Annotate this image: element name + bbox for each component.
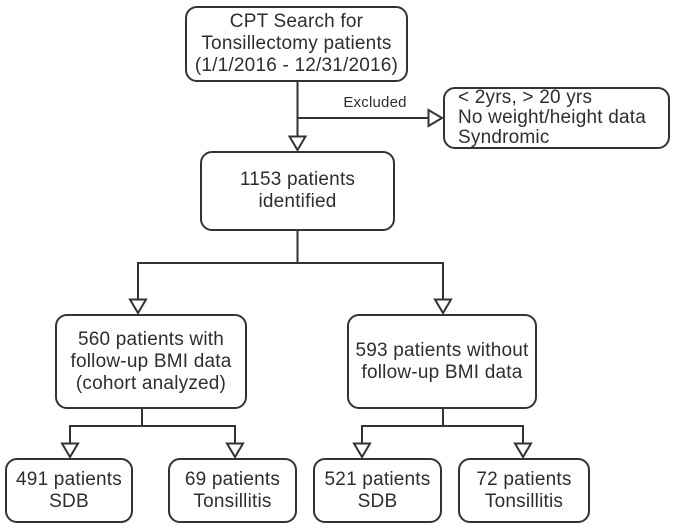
arrowhead-down-icon [352,442,372,459]
arrowhead-down-icon [433,298,453,315]
node-line: follow-up BMI data [361,361,523,383]
node-line: 521 patients [324,468,431,490]
node-without-followup-bmi: 593 patients without follow-up BMI data [347,314,537,409]
node-sdb-analyzed: 491 patients SDB [5,458,133,523]
connector-identified-split [128,231,453,315]
connector-search-to-identified [287,82,308,152]
node-line: CPT Search for [229,11,364,32]
arrowhead-down-icon [225,442,245,459]
node-exclusion-criteria: < 2yrs, > 20 yrs No weight/height data S… [443,87,670,149]
node-line: (1/1/2016 - 12/31/2016) [194,55,399,76]
node-line: < 2yrs, > 20 yrs [458,87,593,108]
node-cpt-search: CPT Search for Tonsillectomy patients (1… [185,6,408,82]
node-line: 593 patients without [355,339,529,361]
node-line: (cohort analyzed) [75,372,227,394]
arrowhead-right-icon [427,108,444,128]
connector-excluded [296,108,444,128]
node-with-followup-bmi: 560 patients with follow-up BMI data (co… [55,314,247,409]
node-line: 69 patients [184,468,281,490]
node-line: identified [258,191,337,212]
connector-withbmi-split [60,409,245,459]
arrowhead-down-icon [287,135,308,152]
node-line: 560 patients with [78,328,224,350]
node-patients-identified: 1153 patients identified [200,151,395,231]
node-line: No weight/height data [458,107,646,128]
node-line: 1153 patients [239,169,356,190]
node-line: 72 patients [476,468,572,490]
excluded-edge-label: Excluded [343,94,407,111]
node-line: Tonsillitis [484,490,564,512]
arrowhead-down-icon [513,442,533,459]
arrowhead-down-icon [60,442,80,459]
node-line: follow-up BMI data [70,350,232,372]
node-line: 491 patients [16,468,122,490]
node-tonsillitis-not-analyzed: 72 patients Tonsillitis [458,458,590,523]
node-line: Tonsillitis [193,490,272,512]
node-sdb-not-analyzed: 521 patients SDB [313,458,442,523]
arrowhead-down-icon [128,298,148,315]
node-line: Syndromic [458,127,550,148]
node-line: Tonsillectomy patients [201,33,392,54]
connector-withoutbmi-split [352,409,533,459]
node-line: SDB [357,490,398,512]
node-tonsillitis-analyzed: 69 patients Tonsillitis [168,458,297,523]
node-line: SDB [49,490,89,512]
